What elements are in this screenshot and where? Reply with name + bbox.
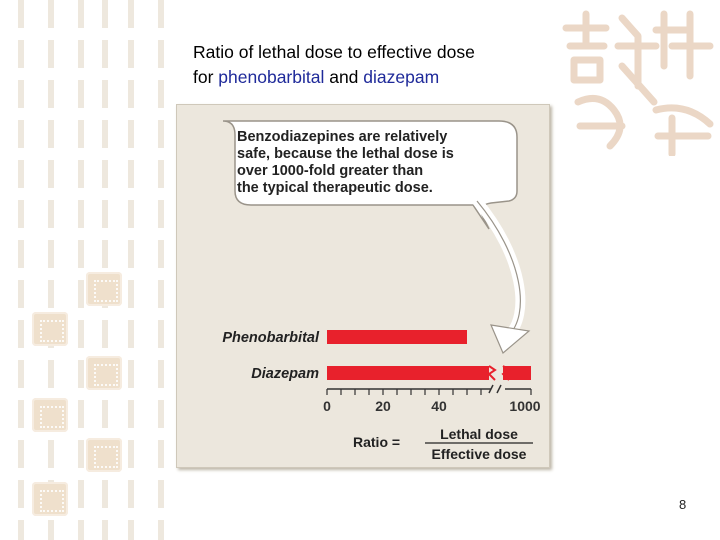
callout-line: safe, because the lethal dose is: [237, 146, 454, 162]
callout-line: over 1000-fold greater than: [237, 163, 423, 179]
bar: [327, 330, 467, 344]
x-tick-label: 20: [375, 398, 391, 414]
ratio-denominator: Effective dose: [432, 446, 527, 462]
ratio-numerator: Lethal dose: [440, 426, 518, 442]
title-drug-diazepam: diazepam: [363, 67, 440, 87]
slide-title: Ratio of lethal dose to effective dose f…: [193, 40, 475, 90]
bar-label: Diazepam: [251, 366, 319, 382]
title-line-2: for phenobarbital and diazepam: [193, 65, 475, 90]
title-prefix: for: [193, 67, 219, 87]
callout-line: the typical therapeutic dose.: [237, 180, 433, 196]
title-drug-phenobarbital: phenobarbital: [218, 67, 325, 87]
title-and: and: [324, 67, 364, 87]
figure-panel: Benzodiazepines are relatively safe, bec…: [176, 104, 550, 468]
x-tick-label: 0: [323, 398, 331, 414]
callout-arrow-outline: [476, 200, 521, 338]
callout-line: Benzodiazepines are relatively: [237, 129, 447, 145]
bar: [327, 366, 489, 380]
title-line-1: Ratio of lethal dose to effective dose: [193, 42, 475, 62]
decorative-calligraphy-seal: [562, 10, 714, 156]
x-tick-label: 40: [431, 398, 447, 414]
bar-break-mark: [501, 365, 511, 381]
bar-break-mark: [487, 365, 497, 381]
ratio-label: Ratio =: [353, 434, 400, 450]
x-tick-label: 1000: [509, 398, 540, 414]
x-axis-break-mark: [488, 384, 502, 394]
callout-graphic: Benzodiazepines are relatively safe, bec…: [222, 120, 531, 354]
bar-label: Phenobarbital: [222, 330, 320, 346]
callout-arrow-head: [490, 324, 531, 354]
slide-number: 8: [679, 497, 687, 512]
